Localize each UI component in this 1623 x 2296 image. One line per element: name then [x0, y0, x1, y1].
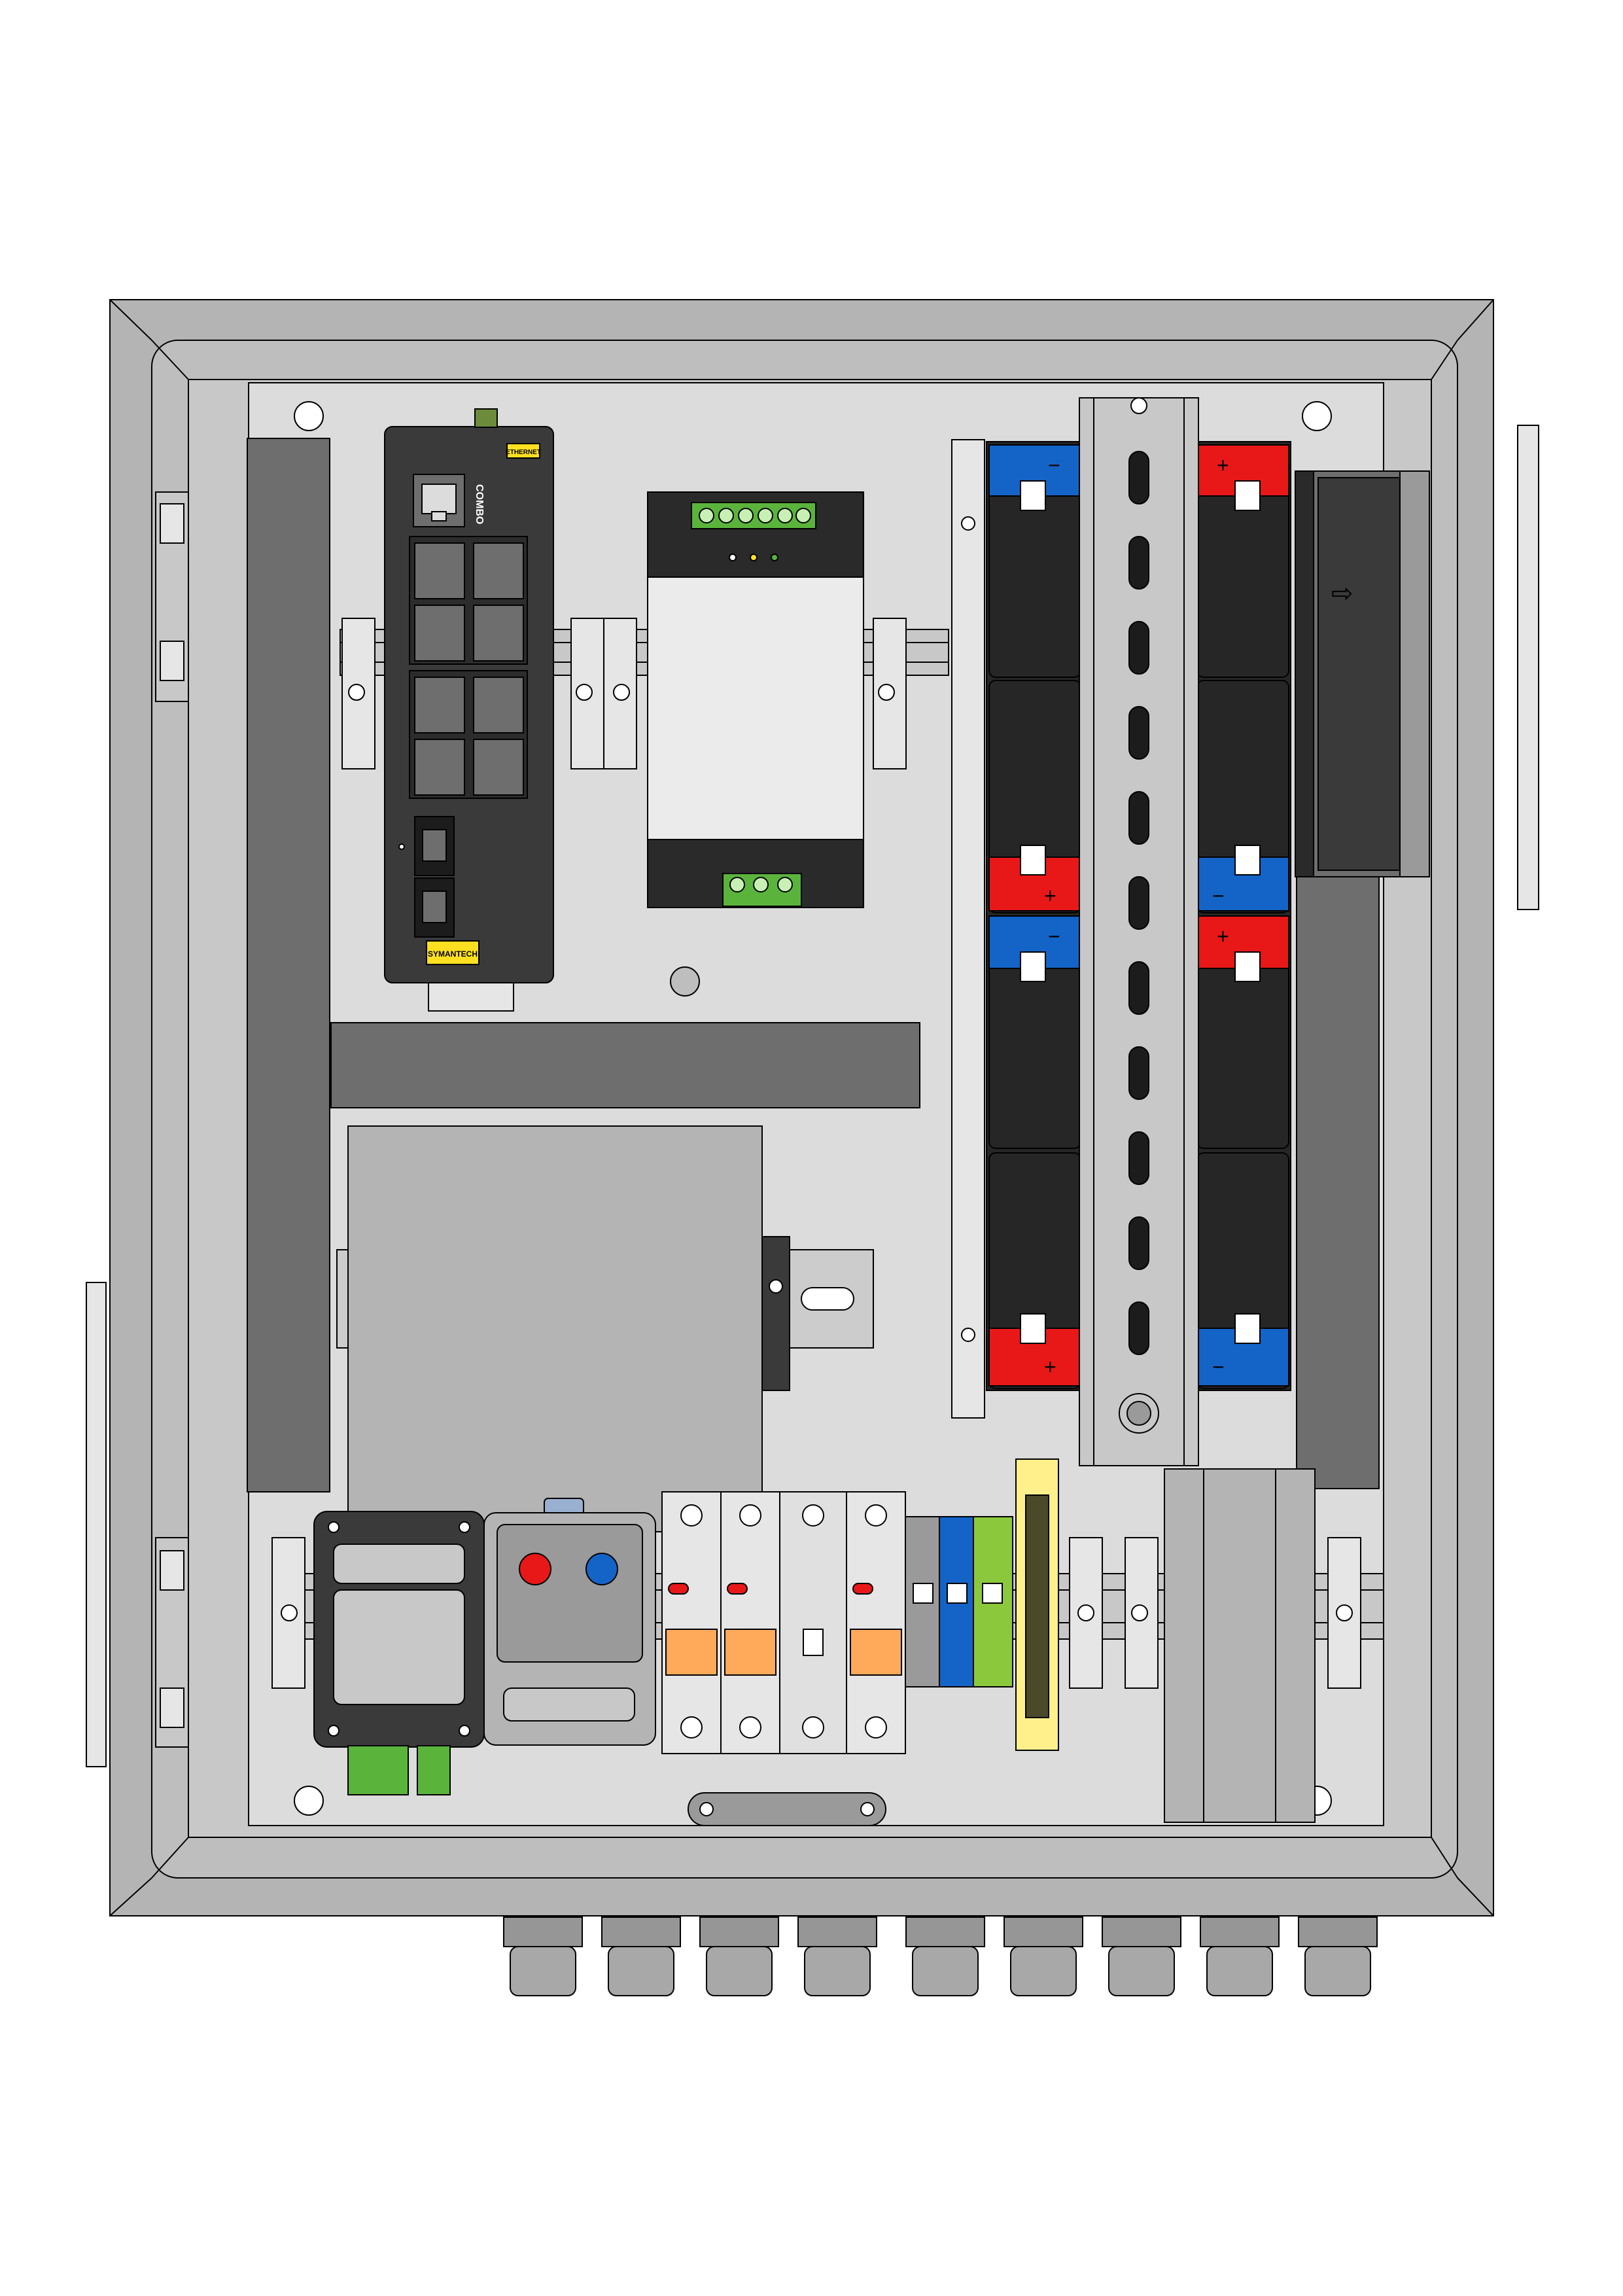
cable-glands — [503, 1916, 1378, 1996]
switch-brand-label: SYMANTECH — [428, 949, 478, 959]
mounting-strap — [688, 1792, 886, 1826]
battery-clamp-rail — [1079, 397, 1199, 1466]
door-latch-left — [86, 1282, 107, 1767]
battery-sign-minus: − — [1212, 1355, 1225, 1379]
end-stopper — [761, 1236, 790, 1391]
battery-2: + — [1196, 444, 1289, 678]
cable-channel-left — [247, 438, 330, 1492]
end-stopper — [271, 1537, 1361, 1689]
end-stopper — [341, 618, 907, 769]
thermostat-dial-red[interactable] — [519, 1553, 551, 1585]
battery-bracket-left — [951, 439, 985, 1419]
thermostat — [483, 1498, 656, 1746]
circuit-breakers — [661, 1491, 906, 1754]
battery-sign-minus: − — [1048, 925, 1060, 948]
cable-gland — [699, 1916, 779, 1996]
transformer-box — [347, 1125, 763, 1532]
power-supply — [647, 491, 864, 908]
cable-channel-horizontal — [330, 1022, 920, 1108]
earth-bar — [1015, 1458, 1059, 1751]
battery-5: − — [988, 915, 1081, 1149]
fan-arrow-icon: ⇨ — [1331, 579, 1353, 608]
terminal-blocks — [905, 1516, 1013, 1687]
thermostat-dial-blue[interactable] — [585, 1553, 618, 1585]
cable-gland — [1102, 1916, 1181, 1996]
ethernet-switch: ETHERNET COMBO SYMANTECH — [384, 408, 554, 1012]
battery-3: + — [988, 680, 1081, 913]
circuit-breaker — [846, 1491, 906, 1754]
battery-sign-minus: − — [1048, 453, 1060, 477]
battery-6: + — [1196, 915, 1289, 1149]
circuit-breaker — [661, 1491, 722, 1754]
circuit-breaker — [720, 1491, 780, 1754]
battery-sign-plus: + — [1217, 453, 1229, 477]
switch-top-label — [506, 443, 540, 459]
cable-gland — [905, 1916, 985, 1996]
battery-sign-plus: + — [1217, 925, 1229, 948]
cable-gland — [503, 1916, 583, 1996]
cable-channel-right — [1296, 873, 1380, 1489]
surge-protector — [779, 1491, 847, 1754]
controller-module — [313, 1511, 485, 1795]
cable-duct-bottom — [1164, 1468, 1316, 1823]
switch-port-label: COMBO — [474, 484, 485, 524]
hinge-top-left — [155, 491, 189, 702]
door-latch-right — [1517, 425, 1539, 910]
battery-7: + — [988, 1152, 1081, 1389]
battery-sign-minus: − — [1212, 884, 1225, 908]
battery-8: − — [1196, 1152, 1289, 1389]
switch-top-label-text: ETHERNET — [506, 449, 541, 456]
battery-4: − — [1196, 680, 1289, 913]
battery-1: − — [988, 444, 1081, 678]
cable-gland — [601, 1916, 681, 1996]
cable-gland — [1200, 1916, 1280, 1996]
cooling-fan: ⇨ — [1295, 470, 1430, 877]
hinge-bottom-left — [155, 1537, 189, 1748]
cable-gland — [1003, 1916, 1083, 1996]
cable-gland — [797, 1916, 877, 1996]
battery-sign-plus: + — [1044, 884, 1056, 908]
battery-sign-plus: + — [1044, 1355, 1056, 1379]
cable-gland — [1298, 1916, 1378, 1996]
